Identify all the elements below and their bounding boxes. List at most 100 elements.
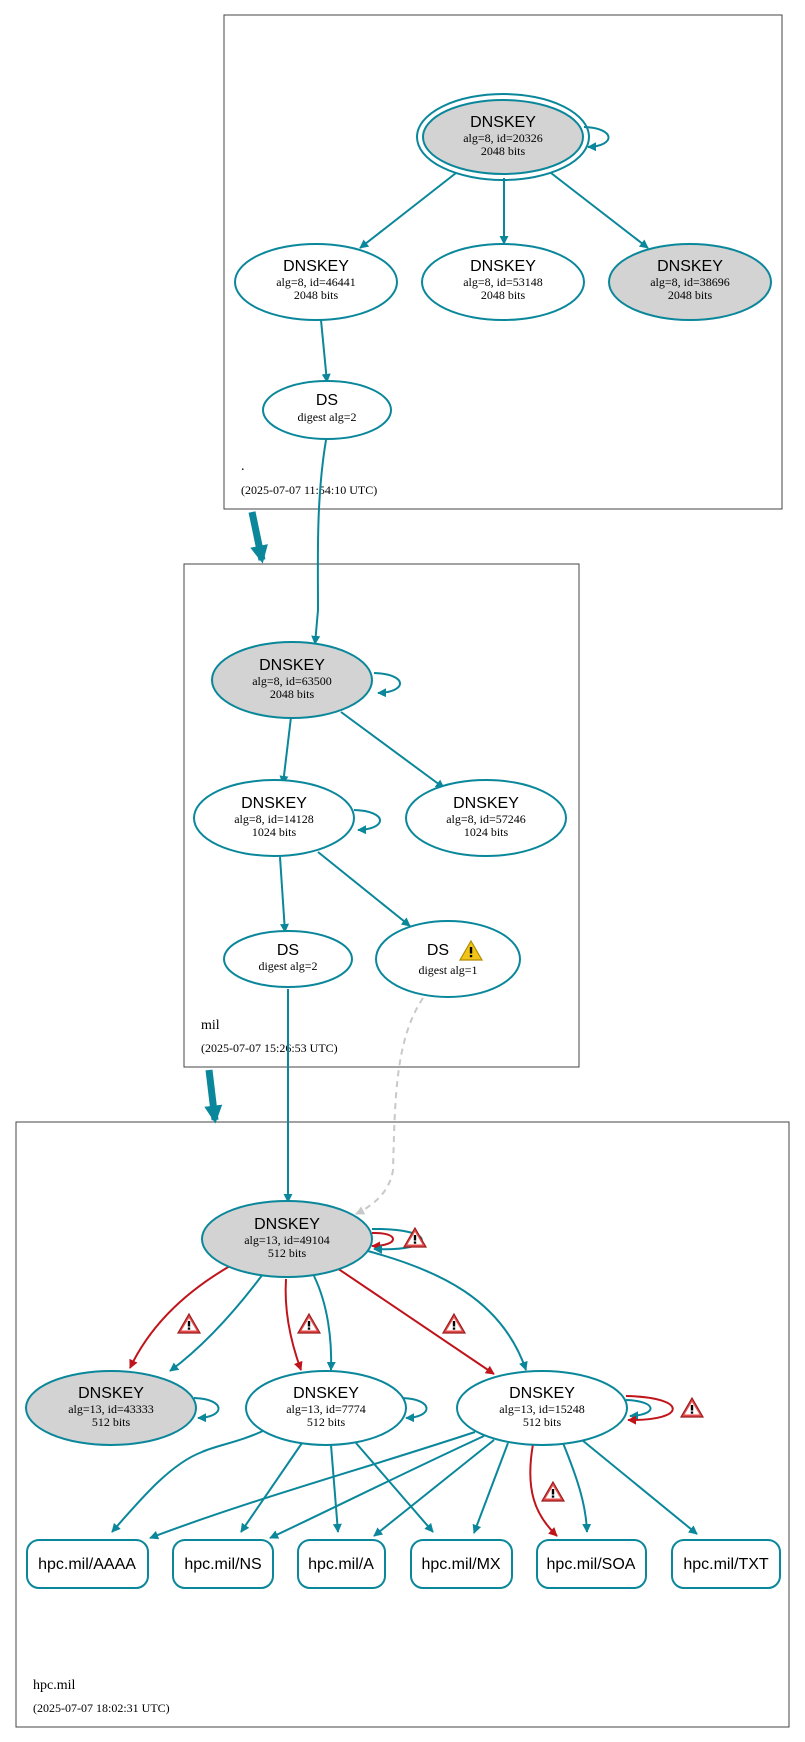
- node-detail: alg=13, id=15248: [499, 1402, 585, 1416]
- edge-mil-ksk-k1: [279, 716, 292, 785]
- node-detail: 512 bits: [523, 1415, 562, 1429]
- rrset-label: hpc.mil/NS: [184, 1556, 261, 1573]
- edge-root-ksk-k1: [359, 172, 457, 249]
- dnskey-node-root-38696: DNSKEY alg=8, id=38696 2048 bits: [608, 243, 772, 321]
- edge-hpc-k3-ns: [269, 1435, 485, 1539]
- node-title: DNSKEY: [657, 258, 723, 275]
- edge-hpc-ksk-k2-red: [284, 1278, 303, 1371]
- edge-hpc-ksk-k3-teal: [363, 1249, 528, 1371]
- dnskey-node-root-46441: DNSKEY alg=8, id=46441 2048 bits: [234, 243, 398, 321]
- rrset-label: hpc.mil/AAAA: [38, 1556, 136, 1573]
- edge-hpc-k3-self-teal: [625, 1399, 652, 1421]
- edge-hpc-k2-a: [330, 1444, 342, 1533]
- node-detail: alg=13, id=7774: [286, 1402, 366, 1416]
- rrset-label: hpc.mil/MX: [421, 1556, 500, 1573]
- dnskey-node-mil-57246: DNSKEY alg=8, id=57246 1024 bits: [405, 779, 567, 857]
- rrset-node-aaaa: hpc.mil/AAAA: [26, 1539, 149, 1589]
- node-title: DNSKEY: [254, 1216, 320, 1233]
- edge-hpc-ksk-k1-teal: [169, 1273, 264, 1372]
- warning-icon: [442, 1313, 466, 1334]
- edge-hpc-k3-self-red: [625, 1395, 674, 1425]
- edge-hpc-k1-self: [193, 1397, 220, 1423]
- zone-mil-timestamp: (2025-07-07 15:26:53 UTC): [201, 1041, 338, 1055]
- zone-box-root: [223, 14, 783, 510]
- node-detail: 512 bits: [307, 1415, 346, 1429]
- edge-hpc-ksk-k3-red: [336, 1267, 495, 1375]
- node-detail: 2048 bits: [270, 687, 315, 701]
- node-detail: 512 bits: [268, 1246, 307, 1260]
- node-title: DS: [427, 942, 449, 959]
- node-detail: alg=8, id=38696: [650, 275, 730, 289]
- dnskey-node-mil-ksk: DNSKEY alg=8, id=63500 2048 bits: [211, 641, 373, 719]
- delegation-arrow-mil-hpc: [204, 1069, 223, 1124]
- node-title: DS: [316, 392, 338, 409]
- edge-hpc-k2-ns: [240, 1442, 303, 1533]
- node-title: DNSKEY: [509, 1385, 575, 1402]
- zone-box-mil: [183, 563, 580, 1068]
- rrset-label: hpc.mil/TXT: [683, 1556, 769, 1573]
- zone-root-name: .: [241, 459, 245, 474]
- edge-hpc-k3-txt: [581, 1439, 698, 1535]
- rrset-node-txt: hpc.mil/TXT: [671, 1539, 781, 1589]
- dnskey-node-hpc-15248: DNSKEY alg=13, id=15248 512 bits: [456, 1370, 628, 1446]
- edge-hpc-k3-soa-red: [529, 1443, 558, 1537]
- node-detail: alg=8, id=14128: [234, 812, 314, 826]
- node-title: DNSKEY: [241, 795, 307, 812]
- edge-hpc-ksk-k2-teal: [313, 1275, 336, 1371]
- rrset-node-soa: hpc.mil/SOA: [536, 1539, 647, 1589]
- node-detail: digest alg=2: [258, 959, 317, 973]
- node-detail: alg=13, id=49104: [244, 1233, 330, 1247]
- edge-mil-k1-ds2: [317, 851, 411, 927]
- node-detail: alg=8, id=46441: [276, 275, 356, 289]
- edge-hpc-ksk-self-red: [371, 1231, 394, 1251]
- dnskey-node-root-ksk: DNSKEY alg=8, id=20326 2048 bits: [416, 93, 590, 181]
- edge-root-ksk-k3: [550, 172, 649, 249]
- dnskey-node-root-53148: DNSKEY alg=8, id=53148 2048 bits: [421, 243, 585, 321]
- node-title: DNSKEY: [259, 657, 325, 674]
- dnskey-node-hpc-43333: DNSKEY alg=13, id=43333 512 bits: [25, 1370, 197, 1446]
- node-detail: digest alg=2: [297, 410, 356, 424]
- node-detail: digest alg=1: [418, 963, 477, 977]
- node-detail: 1024 bits: [252, 825, 297, 839]
- node-detail: 2048 bits: [481, 144, 526, 158]
- ds-node-mil-digest2: DS digest alg=2: [223, 930, 353, 988]
- zone-box-hpc: [15, 1121, 790, 1728]
- edge-mil-k1-ds1: [279, 856, 289, 933]
- zone-mil-name: mil: [201, 1018, 220, 1033]
- delegation-arrow-root-mil: [248, 511, 268, 564]
- edge-hpc-k2-self: [401, 1397, 428, 1423]
- rrset-label: hpc.mil/A: [308, 1556, 374, 1573]
- edge-root-ksk-self: [583, 126, 610, 152]
- edge-mil-ksk-k2: [340, 711, 445, 789]
- edge-hpc-k3-a: [373, 1439, 495, 1537]
- node-title: DS: [277, 942, 299, 959]
- zone-root-timestamp: (2025-07-07 11:54:10 UTC): [241, 483, 377, 497]
- node-detail: 512 bits: [92, 1415, 131, 1429]
- ds-node-mil-digest1: DS digest alg=1: [375, 920, 521, 998]
- dnskey-node-hpc-7774: DNSKEY alg=13, id=7774 512 bits: [245, 1370, 407, 1446]
- edge-hpc-ksk-k1-red: [129, 1265, 231, 1369]
- node-detail: alg=8, id=53148: [463, 275, 543, 289]
- edge-hpc-k3-mx: [472, 1442, 509, 1534]
- edge-root-k1-ds: [320, 319, 331, 383]
- edge-hpc-k2-aaaa: [111, 1429, 266, 1533]
- node-detail: 1024 bits: [464, 825, 509, 839]
- warning-icon: [177, 1313, 201, 1334]
- node-title: DNSKEY: [470, 258, 536, 275]
- edge-mil-ksk-self: [373, 672, 401, 698]
- dnskey-node-mil-14128: DNSKEY alg=8, id=14128 1024 bits: [193, 779, 355, 857]
- node-title: DNSKEY: [453, 795, 519, 812]
- zone-hpc-timestamp: (2025-07-07 18:02:31 UTC): [33, 1701, 170, 1715]
- edge-root-ds-mil-ksk: [311, 439, 327, 645]
- ds-node-root: DS digest alg=2: [262, 380, 392, 440]
- rrset-node-mx: hpc.mil/MX: [410, 1539, 513, 1589]
- node-detail: 2048 bits: [668, 288, 713, 302]
- edge-hpc-k3-soa-teal: [562, 1442, 592, 1533]
- edge-mil-ds2-hpc-ksk: [355, 997, 424, 1215]
- dnskey-node-hpc-ksk: DNSKEY alg=13, id=49104 512 bits: [201, 1200, 373, 1278]
- warning-icon: [541, 1481, 565, 1502]
- node-detail: alg=8, id=20326: [463, 131, 543, 145]
- warning-icon: [297, 1313, 321, 1334]
- node-detail: alg=13, id=43333: [68, 1402, 154, 1416]
